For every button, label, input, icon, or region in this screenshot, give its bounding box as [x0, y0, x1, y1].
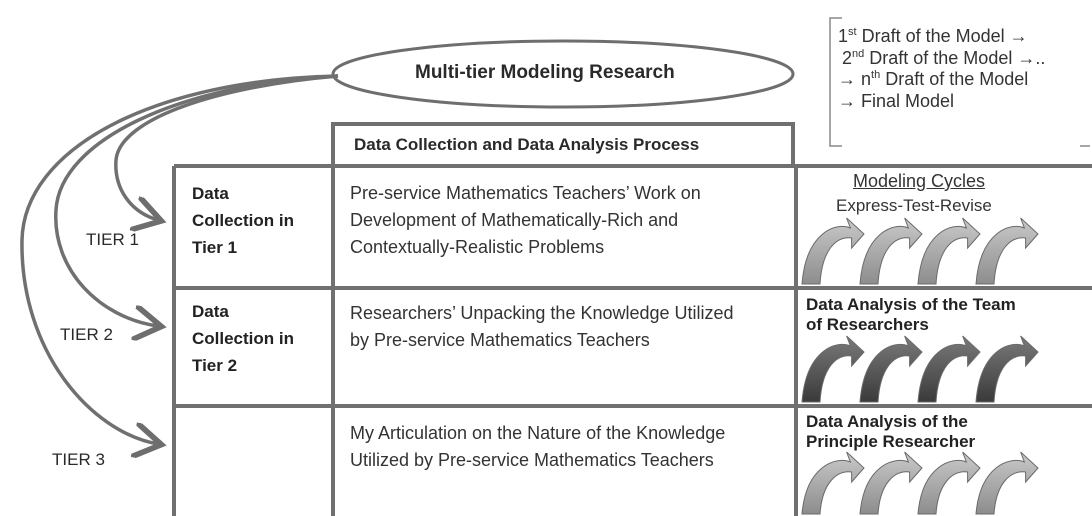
- cycle-arrow: [859, 217, 923, 285]
- cycle-arrow: [859, 451, 923, 515]
- tier-3-analysis-line2: Principle Researcher: [806, 432, 976, 451]
- tier-2-collection-line2: Collection in: [192, 329, 294, 348]
- modeling-cycles: [801, 217, 1039, 515]
- drafts-bracket: [829, 17, 842, 147]
- modeling-cycles-subtitle: Express-Test-Revise: [836, 196, 992, 215]
- process-header: Data Collection and Data Analysis Proces…: [354, 135, 700, 154]
- tier-1-label: TIER 1: [86, 230, 139, 249]
- cycle-arrow: [975, 451, 1039, 515]
- cycle-arrow: [975, 217, 1039, 285]
- cycle-arrow: [801, 335, 865, 403]
- tier-3-work: My Articulation on the Nature of the Kno…: [350, 423, 726, 470]
- table-grid: [172, 164, 1092, 516]
- tier-1-collection-line2: Collection in: [192, 211, 294, 230]
- cycle-arrow: [917, 451, 981, 515]
- title-ellipse: [331, 39, 795, 109]
- cycle-arrow: [917, 217, 981, 285]
- tier-2-collection-line3: Tier 2: [192, 356, 238, 375]
- cycle-arrow: [801, 451, 865, 515]
- tier-1-collection-line3: Tier 1: [192, 238, 238, 257]
- tier-2-label: TIER 2: [60, 325, 113, 344]
- cycle-arrow: [975, 335, 1039, 403]
- draft-1: 1st Draft of the Model →: [838, 26, 1028, 46]
- tier-2-analysis-line2: of Researchers: [806, 315, 929, 334]
- tier-2-work: Researchers’ Unpacking the Knowledge Uti…: [350, 303, 734, 350]
- tier-2-analysis-line1: Data Analysis of the Team: [806, 295, 1016, 314]
- cycle-arrow: [917, 335, 981, 403]
- tier-1-collection-line1: Data: [192, 184, 229, 203]
- tier-1-collection: Data Collection in Tier 1: [192, 180, 294, 261]
- tier-2-collection-line1: Data: [192, 302, 229, 321]
- tier-1-work: Pre-service Mathematics Teachers’ Work o…: [350, 183, 701, 257]
- draft-n: → nth Draft of the Model: [838, 69, 1029, 90]
- tier-3-analysis-line1: Data Analysis of the: [806, 412, 968, 431]
- draft-final: → Final Model: [838, 90, 955, 111]
- tier2-arrow: [54, 74, 339, 326]
- tier1-arrow: [114, 74, 339, 220]
- tier-3-label: TIER 3: [52, 450, 105, 469]
- diagram-title: Multi-tier Modeling Research: [415, 62, 675, 83]
- tier-2-collection: Data Collection in Tier 2: [192, 298, 294, 379]
- tier3-arrow: [20, 74, 339, 444]
- draft-2: 2nd Draft of the Model →..: [842, 47, 1046, 68]
- cycle-arrow: [801, 217, 865, 285]
- cycle-arrow: [859, 335, 923, 403]
- modeling-cycles-title: Modeling Cycles: [853, 171, 986, 191]
- drafts-list: 1st Draft of the Model → 2nd Draft of th…: [838, 26, 1045, 112]
